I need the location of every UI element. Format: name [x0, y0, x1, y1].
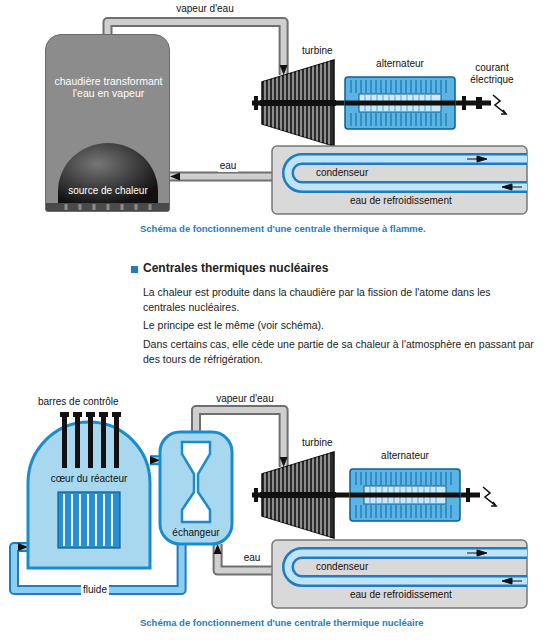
turbine-symbol: turbine	[262, 452, 334, 538]
reactor-vessel-art	[28, 428, 150, 568]
alternator-symbol-art	[350, 467, 460, 523]
node-label: alternateur	[355, 58, 445, 70]
paragraph: Dans certains cas, elle cède une partie …	[143, 337, 535, 367]
pipe-connector	[170, 176, 272, 177]
part-label: barres de contrôle	[38, 396, 148, 408]
paragraph: La chaleur est produite dans la chaudièr…	[143, 285, 535, 315]
edge-label: eau	[242, 552, 263, 564]
edge-label: vapeur d'eau	[174, 3, 236, 15]
turbine-symbol-art	[262, 452, 334, 538]
node-label: chaudière transformant l'eau en vapeur	[50, 75, 167, 99]
flow-label: eau de refroidissement	[350, 195, 510, 207]
node-label: condenseur	[316, 561, 396, 573]
heat-source-dome: source de chaleur	[58, 141, 158, 203]
node-label: turbine	[302, 437, 352, 449]
heading-bullet	[131, 266, 138, 273]
flow-label: eau de refroidissement	[350, 589, 510, 601]
node-label: source de chaleur	[58, 185, 158, 197]
edge-label: fluide	[81, 584, 109, 596]
output-label: courant électrique	[460, 62, 524, 85]
alternator-symbol-art	[345, 75, 455, 131]
node-label: condenseur	[316, 167, 396, 179]
alternator-symbol: alternateur	[350, 467, 460, 523]
reactor-vessel: cœur du réacteur	[28, 428, 150, 568]
node-label: turbine	[302, 45, 352, 57]
node-label: alternateur	[360, 450, 450, 462]
turbine-symbol-art	[262, 60, 334, 146]
boiler-box: chaudière transformant l'eau en vapeur so…	[45, 34, 170, 212]
pipe-connector	[218, 544, 272, 571]
section-heading: Centrales thermiques nucléaires	[143, 262, 533, 276]
edge-label: eau	[218, 160, 239, 172]
caption: Schéma de fonctionnement d'une centrale …	[140, 224, 520, 235]
heat-exchanger: échangeur	[160, 432, 232, 544]
drive-shaft	[334, 495, 350, 496]
caption: Schéma de fonctionnement d'une centrale …	[140, 618, 520, 629]
edge-label: vapeur d'eau	[214, 393, 276, 405]
node-label: cœur du réacteur	[28, 473, 150, 485]
turbine-symbol: turbine	[262, 60, 334, 146]
node-label: échangeur	[160, 527, 232, 539]
paragraph: Le principe est le même (voir schéma).	[143, 318, 535, 333]
alternator-symbol: alternateur	[345, 75, 455, 131]
